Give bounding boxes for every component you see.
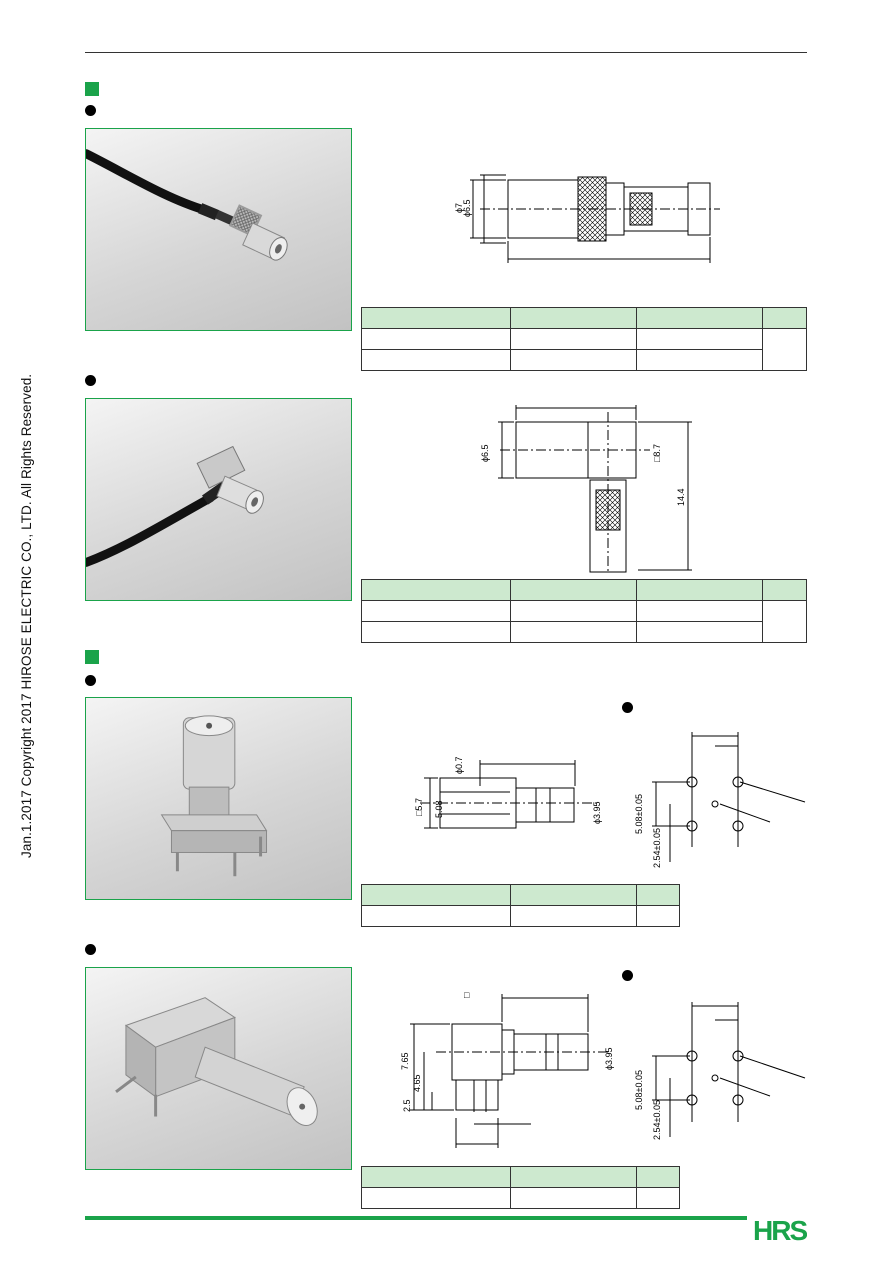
dim-508: 5.08±0.05 (634, 794, 644, 834)
dim-508: 5.08±0.05 (634, 1070, 644, 1110)
dim-d395: ϕ3.95 (592, 801, 602, 824)
header-rule (85, 52, 807, 53)
bullet (85, 944, 96, 955)
dim-sq: □ (464, 990, 470, 1000)
drawing-pcb-layout-vertical: 5.08±0.05 2.54±0.05 (630, 722, 810, 872)
copyright-text: Jan.1.2017 Copyright 2017 HIROSE ELECTRI… (19, 373, 34, 858)
dim-25: 2.5 (402, 1099, 412, 1112)
dim-765: 7.65 (400, 1052, 410, 1070)
drawing-right-angle-plug: ϕ6.5 □8.7 14.4 (470, 400, 700, 580)
product-photo-right-angle-receptacle (85, 967, 352, 1170)
dim-d7: ϕ7 (454, 203, 464, 213)
product-photo-straight-plug (85, 128, 352, 331)
section-marker (85, 650, 99, 664)
section-marker (85, 82, 99, 96)
spec-table-2 (361, 579, 807, 643)
bullet (85, 675, 96, 686)
dim-d395: ϕ3.95 (604, 1047, 614, 1070)
dim-sq87: □8.7 (652, 444, 662, 462)
product-photo-right-angle-plug (85, 398, 352, 601)
dim-508: 5.08 (434, 800, 444, 818)
hrs-logo: HRS (753, 1214, 809, 1246)
dim-d65: ϕ6.5 (480, 444, 490, 462)
bullet (85, 375, 96, 386)
dim-254: 2.54±0.05 (652, 828, 662, 868)
product-photo-vertical-receptacle (85, 697, 352, 900)
dim-sq57: □5.7 (414, 798, 424, 816)
bullet (85, 105, 96, 116)
bullet (622, 970, 633, 981)
drawing-straight-plug: ϕ7 ϕ6.5 (440, 165, 730, 270)
dim-d07: ϕ0.7 (454, 756, 464, 774)
dim-len144: 14.4 (676, 488, 686, 506)
spec-table-3 (360, 884, 680, 927)
drawing-pcb-layout-right-angle: 5.08±0.05 2.54±0.05 (630, 992, 810, 1142)
spec-table-4 (360, 1166, 680, 1209)
dim-254: 2.54±0.05 (652, 1100, 662, 1140)
footer-bar (85, 1216, 747, 1220)
dim-d65: ϕ6.5 (462, 199, 472, 217)
drawing-vertical-receptacle: ϕ0.7 □5.7 5.08 ϕ3.95 (410, 752, 610, 832)
spec-table-1 (361, 307, 807, 371)
drawing-right-angle-receptacle: □ 7.65 4.65 2.5 ϕ3.95 (396, 988, 626, 1153)
svg-text:HRS: HRS (753, 1215, 807, 1244)
bullet (622, 702, 633, 713)
dim-465: 4.65 (412, 1074, 422, 1092)
